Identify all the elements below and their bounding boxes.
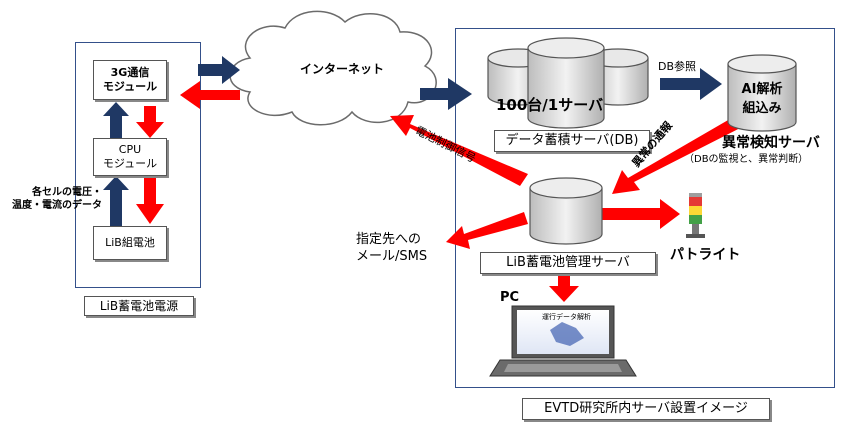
cell-data-label: 各セルの電圧・ 温度・電流のデータ bbox=[12, 187, 102, 211]
management-server-caption: LiB蓄電池管理サーバ bbox=[480, 252, 656, 274]
internet-label: インターネット bbox=[300, 62, 385, 76]
module-3g-label: 3G通信 モジュール bbox=[102, 66, 158, 93]
red-arrow-to-pc bbox=[549, 268, 579, 302]
blue-arrow-battery-to-cpu bbox=[103, 176, 129, 226]
mail-sms-label: 指定先への メール/SMS bbox=[356, 232, 428, 264]
lib-power-caption-text: LiB蓄電池電源 bbox=[99, 298, 179, 313]
evtd-caption: EVTD研究所内サーバ設置イメージ bbox=[522, 398, 770, 420]
evtd-caption-text: EVTD研究所内サーバ設置イメージ bbox=[544, 400, 748, 416]
red-arrow-cpu-to-battery bbox=[136, 178, 164, 224]
db-ref-label: DB参照 bbox=[658, 60, 697, 73]
lib-battery-box: LiB組電池 bbox=[93, 226, 167, 260]
cpu-module-label: CPU モジュール bbox=[102, 143, 158, 170]
lib-battery-label: LiB組電池 bbox=[105, 236, 155, 250]
patlite-icon bbox=[686, 193, 705, 238]
management-server-icon bbox=[529, 177, 603, 245]
pc-label: PC bbox=[500, 290, 520, 305]
lib-power-caption: LiB蓄電池電源 bbox=[84, 296, 194, 316]
blue-arrow-3g-to-internet bbox=[198, 56, 240, 84]
cpu-module-box: CPU モジュール bbox=[93, 138, 167, 176]
pc-screen-label: 運行データ解析 bbox=[542, 313, 591, 321]
anomaly-server-title: 異常検知サーバ bbox=[722, 135, 820, 151]
red-arrow-to-mail bbox=[446, 212, 528, 249]
blue-arrow-cpu-to-3g bbox=[103, 102, 129, 140]
accumulation-db-icon bbox=[487, 37, 649, 129]
red-arrow-anomaly-notice bbox=[612, 112, 752, 194]
blue-arrow-internet-to-db bbox=[420, 78, 472, 110]
module-3g-box: 3G通信 モジュール bbox=[93, 60, 167, 100]
red-arrow-3g-to-cpu bbox=[136, 106, 164, 138]
db-count-label: 100台/1サーバ bbox=[496, 96, 604, 114]
management-server-caption-text: LiB蓄電池管理サーバ bbox=[506, 254, 630, 270]
server-area-frame bbox=[455, 28, 835, 388]
ai-label: AI解析 組込み bbox=[741, 82, 783, 116]
red-arrow-internet-to-3g bbox=[180, 81, 240, 109]
accumulation-caption: データ蓄積サーバ(DB) bbox=[494, 130, 650, 152]
ai-db-icon bbox=[727, 54, 797, 132]
red-arrow-control-signal bbox=[390, 115, 528, 186]
blue-arrow-db-to-ai bbox=[660, 68, 722, 100]
patlite-label: パトライト bbox=[670, 247, 741, 263]
red-arrow-to-patlite bbox=[600, 199, 680, 229]
anomaly-server-sub: （DBの監視と、異常判断） bbox=[684, 154, 809, 165]
pc-laptop-icon bbox=[489, 305, 637, 377]
lib-power-frame bbox=[75, 42, 201, 288]
accumulation-caption-text: データ蓄積サーバ(DB) bbox=[505, 132, 639, 148]
